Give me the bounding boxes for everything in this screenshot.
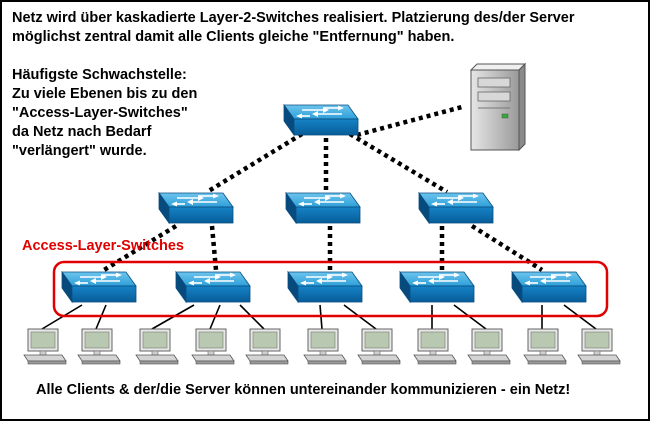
distribution-switch-center-icon — [285, 192, 361, 224]
pc-icon — [357, 328, 401, 365]
header-line-1: Netz wird über kaskadierte Layer-2-Switc… — [12, 10, 575, 26]
pc-icon — [191, 328, 235, 365]
weakness-line-2: Zu viele Ebenen bis zu den — [12, 86, 198, 102]
access-switch-1-icon — [61, 271, 137, 303]
distribution-links — [102, 224, 544, 272]
pc-icon — [77, 328, 121, 365]
access-switch-4-icon — [399, 271, 475, 303]
access-switch-5-icon — [511, 271, 587, 303]
core-links — [205, 104, 463, 194]
server-icon — [469, 62, 527, 152]
pc-icon — [467, 328, 511, 365]
access-switch-3-icon — [287, 271, 363, 303]
weakness-line-1: Häufigste Schwachstelle: — [12, 67, 187, 83]
weakness-line-3: "Access-Layer-Switches" — [12, 105, 188, 121]
pc-icon — [413, 328, 457, 365]
pc-icon — [23, 328, 67, 365]
pc-icon — [245, 328, 289, 365]
weakness-line-5: "verlängert" wurde. — [12, 143, 147, 159]
pc-icon — [523, 328, 567, 365]
core-switch-icon — [283, 104, 359, 136]
pc-icon — [303, 328, 347, 365]
access-layer-label: Access-Layer-Switches — [22, 238, 184, 254]
header-line-2: möglichst zentral damit alle Clients gle… — [12, 29, 455, 45]
pc-icon — [135, 328, 179, 365]
pc-icon — [577, 328, 621, 365]
distribution-switch-right-icon — [418, 192, 494, 224]
weakness-line-4: da Netz nach Bedarf — [12, 124, 152, 140]
footer-caption: Alle Clients & der/die Server können unt… — [36, 382, 571, 398]
access-layer-highlight — [52, 260, 609, 318]
distribution-switch-left-icon — [158, 192, 234, 224]
access-switch-2-icon — [175, 271, 251, 303]
